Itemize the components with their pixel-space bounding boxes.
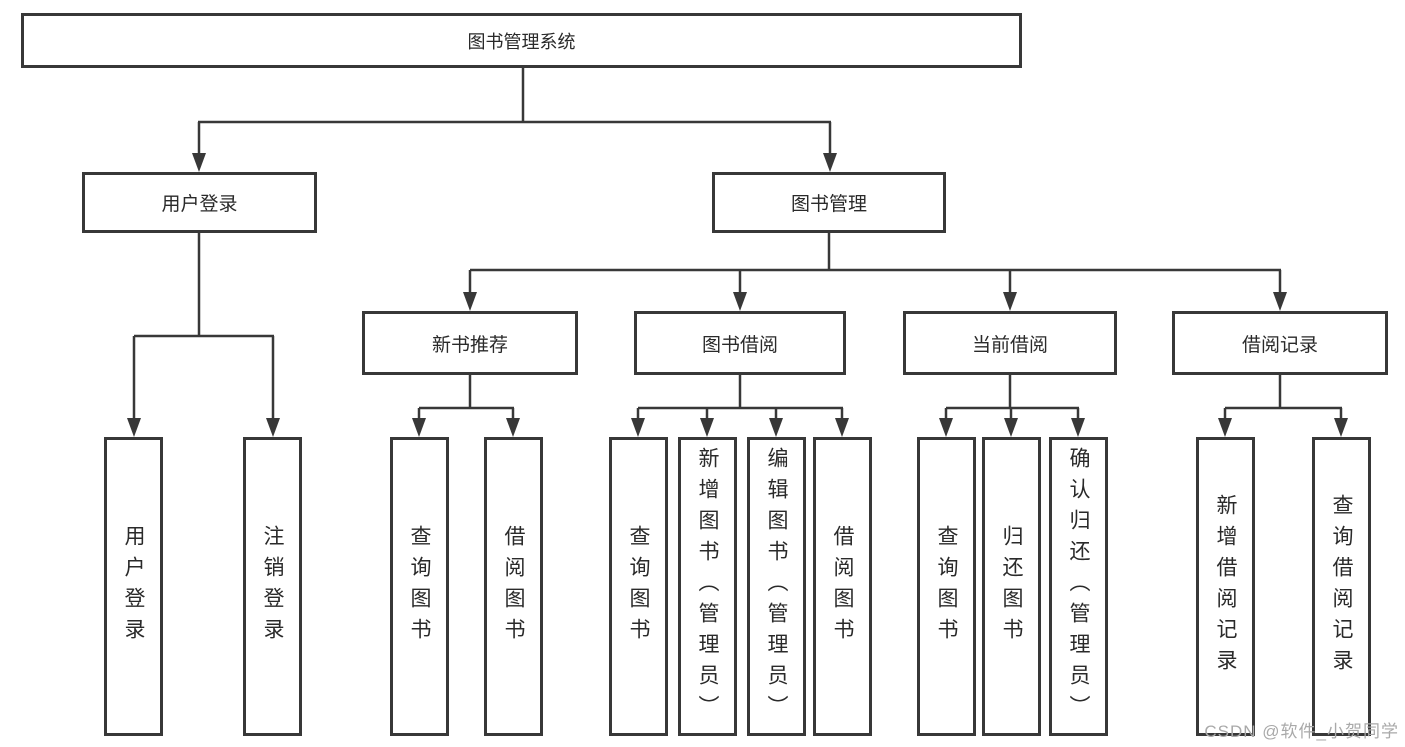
node-borrow-records: 借阅记录 (1172, 311, 1388, 375)
arrowhead-l9 (939, 418, 953, 437)
leaf-current-return-books: 归还图书 (982, 437, 1041, 736)
arrowhead-cur-borrow (1003, 292, 1017, 311)
arrowhead-l3 (412, 418, 426, 437)
leaf-user-login: 用户登录 (104, 437, 163, 736)
leaf-records-add-borrow-record: 新增借阅记录 (1196, 437, 1255, 736)
arrowhead-l5 (631, 418, 645, 437)
arrowhead-l6 (700, 418, 714, 437)
arrowhead-l4 (506, 418, 520, 437)
leaf-newrec-borrow-books: 借阅图书 (484, 437, 543, 736)
watermark: CSDN @软件_小贺同学 (1204, 722, 1399, 741)
arrowhead-l12 (1218, 418, 1232, 437)
leaf-borrow-edit-books-admin: 编辑图书（管理员） (747, 437, 806, 736)
node-new-book-recommend: 新书推荐 (362, 311, 578, 375)
leaf-records-query-borrow-record: 查询借阅记录 (1312, 437, 1371, 736)
arrowhead-records (1273, 292, 1287, 311)
leaf-borrow-add-books-admin: 新增图书（管理员） (678, 437, 737, 736)
arrowhead-leaf-login (127, 418, 141, 437)
arrowhead-l13 (1334, 418, 1348, 437)
node-current-borrow: 当前借阅 (903, 311, 1117, 375)
leaf-logout: 注销登录 (243, 437, 302, 736)
leaf-borrow-borrow-books: 借阅图书 (813, 437, 872, 736)
arrowhead-l11 (1071, 418, 1085, 437)
node-book-management: 图书管理 (712, 172, 946, 233)
arrowhead-user-login (192, 153, 206, 172)
node-library-management-system: 图书管理系统 (21, 13, 1022, 68)
arrowhead-l7 (769, 418, 783, 437)
arrowhead-l8 (835, 418, 849, 437)
arrowhead-book-mgmt (823, 153, 837, 172)
node-book-borrow: 图书借阅 (634, 311, 846, 375)
leaf-newrec-query-books: 查询图书 (390, 437, 449, 736)
arrowhead-l10 (1004, 418, 1018, 437)
leaf-current-query-books: 查询图书 (917, 437, 976, 736)
leaf-current-confirm-return-admin: 确认归还（管理员） (1049, 437, 1108, 736)
arrowhead-new-rec (463, 292, 477, 311)
arrowhead-book-borrow (733, 292, 747, 311)
node-user-login: 用户登录 (82, 172, 317, 233)
leaf-borrow-query-books: 查询图书 (609, 437, 668, 736)
arrowhead-leaf-logout (266, 418, 280, 437)
